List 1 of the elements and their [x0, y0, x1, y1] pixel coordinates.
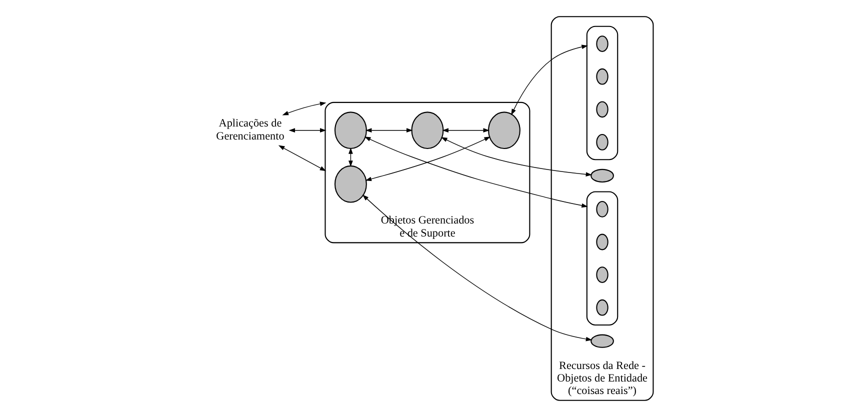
node-text: Aplicações de Gerenciamento	[216, 118, 284, 142]
